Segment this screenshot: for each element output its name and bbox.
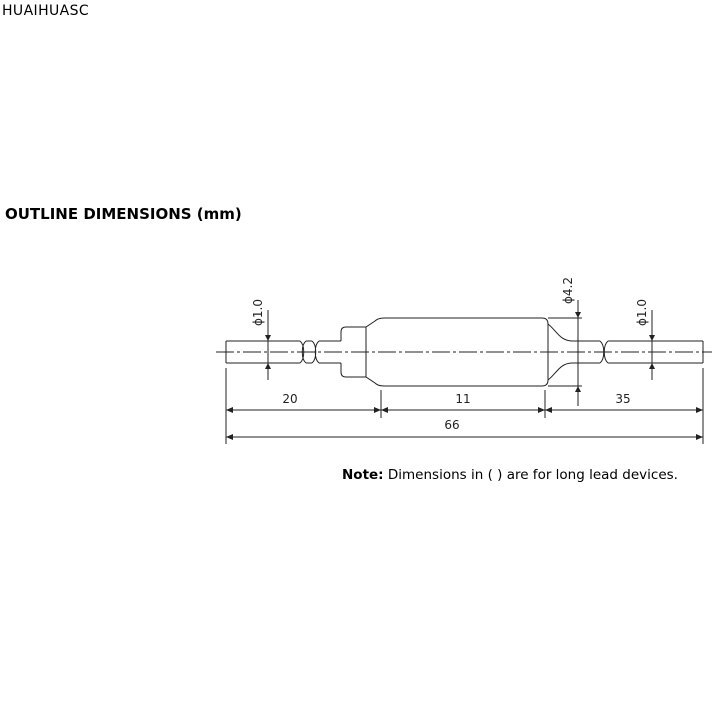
- right-lead-wire: [572, 340, 704, 364]
- body-diameter-callout: [548, 300, 582, 406]
- body-diameter-label: ϕ4.2: [561, 277, 575, 304]
- length-dimension-row: [226, 407, 703, 413]
- total-length-label: 66: [444, 418, 459, 432]
- right-lead-length-label: 35: [615, 392, 630, 406]
- left-diameter-callout: [265, 310, 271, 380]
- left-lead-diameter-label: ϕ1.0: [251, 299, 265, 326]
- note-label: Note:: [342, 467, 384, 483]
- right-diameter-callout: [649, 310, 655, 380]
- right-taper: [547, 323, 573, 381]
- total-length-dimension: [226, 434, 703, 440]
- right-lead-diameter-label: ϕ1.0: [635, 299, 649, 326]
- section-title: OUTLINE DIMENSIONS (mm): [5, 205, 242, 223]
- component-body: [340, 317, 549, 387]
- brand-text: HUAIHUASC: [2, 3, 90, 19]
- left-lead-wire: [225, 340, 341, 364]
- body-length-label: 11: [455, 392, 470, 406]
- note-text: Note: Dimensions in ( ) are for long lea…: [342, 467, 678, 483]
- note-body: Dimensions in ( ) are for long lead devi…: [387, 467, 678, 483]
- left-lead-length-label: 20: [282, 392, 297, 406]
